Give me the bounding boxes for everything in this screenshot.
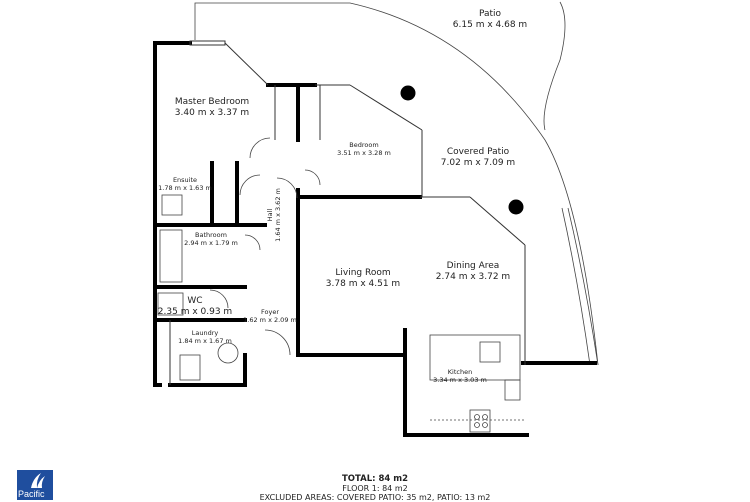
room-name: Patio: [478, 9, 502, 20]
room-dims: 3.40 m x 3.37 m: [174, 108, 250, 118]
room-dims: 1.64 m x 3.62 m: [274, 188, 282, 242]
room-label-wc: WC 2.35 m x 0.93 m: [158, 296, 232, 318]
windows: [169, 40, 526, 385]
room-dims: 3.78 m x 4.51 m: [325, 279, 401, 289]
room-label-ensuite: Ensuite 1.78 m x 1.63 m: [158, 176, 212, 193]
room-label-living-room: Living Room 3.78 m x 4.51 m: [326, 268, 400, 290]
room-dims: 2.94 m x 1.79 m: [184, 239, 238, 247]
room-name: Bedroom: [349, 141, 379, 150]
room-label-bathroom: Bathroom 2.94 m x 1.79 m: [184, 231, 238, 248]
room-label-master-bedroom: Master Bedroom 3.40 m x 3.37 m: [175, 97, 249, 119]
room-dims: 1.84 m x 1.67 m: [178, 337, 232, 345]
room-label-covered-patio: Covered Patio 7.02 m x 7.09 m: [441, 147, 515, 169]
room-dims: 1.78 m x 1.63 m: [158, 184, 212, 192]
sail-icon: [31, 473, 45, 488]
room-name: Ensuite: [172, 176, 198, 185]
pacific-logo: Pacific: [17, 470, 53, 500]
room-dims: 2.35 m x 0.93 m: [157, 307, 233, 317]
room-label-kitchen: Kitchen 3.34 m x 3.03 m: [433, 368, 487, 385]
room-name: WC: [187, 296, 203, 307]
room-name: Laundry: [191, 329, 219, 338]
room-label-laundry: Laundry 1.84 m x 1.67 m: [178, 329, 232, 346]
room-name: Master Bedroom: [174, 97, 250, 108]
room-label-hall: Hall 1.64 m x 3.62 m: [266, 188, 283, 242]
area-summary: TOTAL: 84 m2 FLOOR 1: 84 m2 EXCLUDED ARE…: [0, 475, 750, 502]
exterior-walls: [153, 41, 597, 437]
room-dims: 6.15 m x 4.68 m: [452, 20, 528, 30]
room-dims: 3.51 m x 3.28 m: [337, 149, 391, 157]
door-swings: [209, 137, 321, 356]
room-name: Kitchen: [447, 368, 473, 377]
room-name: Covered Patio: [446, 147, 510, 158]
column-1: [400, 85, 416, 101]
patio-outline: [194, 1, 599, 366]
room-dims: 2.74 m x 3.72 m: [435, 272, 511, 282]
fixtures: [157, 194, 525, 433]
floor-area: FLOOR 1: 84 m2: [342, 484, 408, 493]
room-name: Foyer: [260, 308, 280, 317]
room-name: Dining Area: [446, 261, 500, 272]
room-label-dining-area: Dining Area 2.74 m x 3.72 m: [436, 261, 510, 283]
room-label-bedroom: Bedroom 3.51 m x 3.28 m: [337, 141, 391, 158]
total-area: TOTAL: 84 m2: [341, 474, 409, 484]
room-label-foyer: Foyer 1.62 m x 2.09 m: [243, 308, 297, 325]
room-label-patio: Patio 6.15 m x 4.68 m: [453, 9, 527, 31]
room-dims: 1.62 m x 2.09 m: [243, 316, 297, 324]
room-dims: 3.34 m x 3.03 m: [433, 376, 487, 384]
room-name: Bathroom: [195, 231, 227, 240]
column-2: [508, 199, 524, 215]
logo-text: Pacific: [18, 489, 45, 499]
room-name: Living Room: [335, 268, 391, 279]
excluded-areas: EXCLUDED AREAS: COVERED PATIO: 35 m2, PA…: [259, 493, 491, 502]
room-dims: 7.02 m x 7.09 m: [440, 158, 516, 168]
